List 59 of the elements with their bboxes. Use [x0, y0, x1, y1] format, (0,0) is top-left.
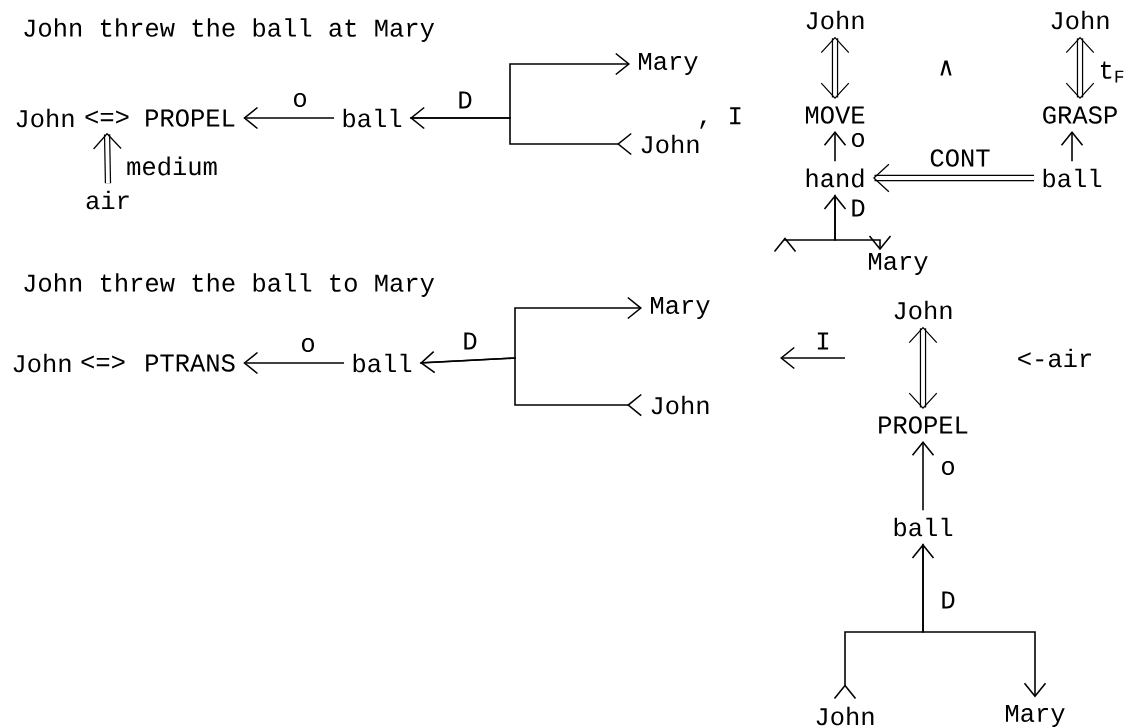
- arrow: [409, 52, 631, 130]
- concept-word: PROPEL: [879, 416, 968, 434]
- arrow: [243, 351, 345, 375]
- symbol-text: , I: [700, 107, 741, 129]
- concept-word: John: [651, 395, 709, 415]
- concept-word: PTRANS: [146, 354, 235, 372]
- concept-word: John: [641, 134, 699, 154]
- edge-label: o: [938, 459, 958, 477]
- concept-word: Mary: [1006, 704, 1065, 727]
- concept-word: John: [806, 10, 864, 30]
- sentence: John threw the ball at Mary: [24, 18, 435, 42]
- concept-word: John: [894, 300, 952, 320]
- concept-word: <=>: [81, 355, 125, 369]
- concept-word: <=>: [85, 110, 129, 124]
- concept-word: Mary: [869, 252, 928, 276]
- double-arrow: [908, 326, 938, 409]
- concept-word: Mary: [639, 52, 698, 76]
- concept-word: John: [1051, 10, 1109, 30]
- arrow: [419, 357, 643, 417]
- arrow: [823, 131, 847, 162]
- concept-word: ball: [353, 353, 412, 373]
- concept-word: John: [816, 706, 874, 726]
- edge-label: o: [298, 336, 318, 354]
- edge-label: o: [848, 131, 868, 149]
- concept-word: Mary: [651, 296, 710, 320]
- double-arrow: [1065, 36, 1095, 99]
- symbol-text: I: [817, 332, 829, 350]
- concept-word: PROPEL: [146, 109, 235, 127]
- concept-word: John: [16, 108, 74, 128]
- edge-label: D: [455, 89, 475, 111]
- arrow: [773, 194, 836, 253]
- edge-label: t$_{F}$: [1096, 59, 1128, 85]
- edge-label: medium: [124, 154, 220, 178]
- arrow: [823, 194, 892, 251]
- arrow: [409, 117, 633, 156]
- double-arrow: [820, 36, 850, 99]
- concept-word: ball: [343, 108, 402, 128]
- edge-label: o: [290, 91, 310, 109]
- arrow: [1060, 131, 1084, 163]
- concept-word: ball: [1043, 168, 1102, 188]
- edge-label: D: [848, 197, 868, 219]
- sentence: John threw the ball to Mary: [24, 273, 435, 297]
- concept-word: hand: [806, 168, 864, 188]
- arrow: [833, 542, 924, 700]
- arrow: [911, 441, 935, 512]
- concept-word: air: [86, 190, 129, 210]
- concept-word: John: [13, 353, 71, 373]
- concept-word: GRASP: [1043, 106, 1117, 124]
- conjunction-symbol: ∧: [940, 60, 952, 76]
- edge-label: CONT: [927, 147, 993, 169]
- arrow: [911, 543, 1047, 698]
- edge-label: D: [460, 330, 480, 352]
- concept-word: MOVE: [806, 106, 865, 124]
- concept-word: ball: [894, 517, 953, 537]
- arrow: [243, 106, 335, 130]
- arrow: [419, 296, 643, 374]
- double-arrow: [872, 163, 1035, 193]
- symbol-text: <-air: [1018, 348, 1091, 368]
- edge-label: D: [938, 589, 958, 611]
